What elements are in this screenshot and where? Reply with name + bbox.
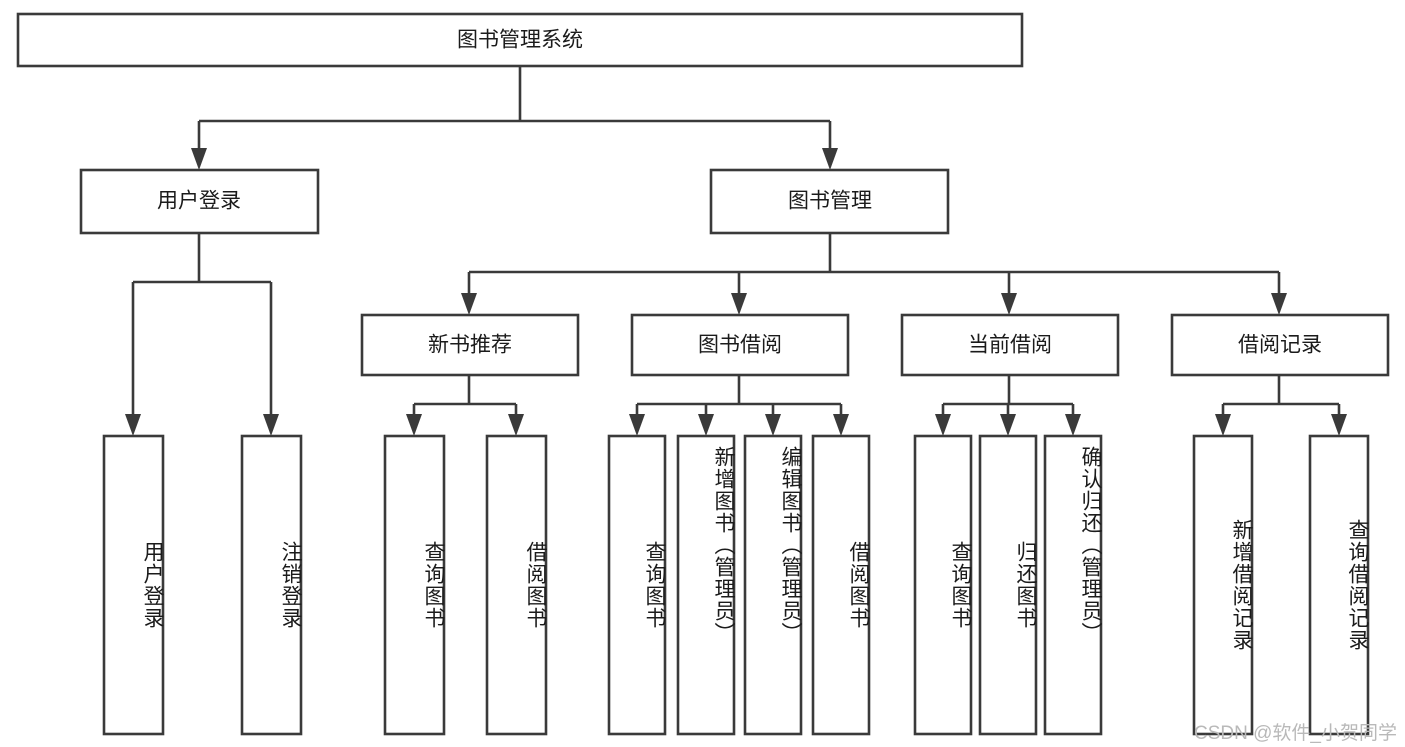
leaf-confirm-return[interactable] bbox=[1043, 434, 1103, 736]
node-new-book-recommend[interactable]: 新书推荐 bbox=[360, 313, 580, 377]
node-current-borrow-label: 当前借阅 bbox=[968, 334, 1052, 357]
connector-group-booklogin-to-leaves bbox=[125, 233, 279, 436]
leaf-logout-login[interactable] bbox=[240, 434, 303, 736]
node-book-manage[interactable]: 图书管理 bbox=[709, 168, 950, 235]
leaf-edit-book-admin[interactable] bbox=[743, 434, 803, 736]
leaf-add-book-admin[interactable] bbox=[676, 434, 736, 736]
leaf-user-login[interactable] bbox=[102, 434, 165, 736]
node-book-borrow[interactable]: 图书借阅 bbox=[630, 313, 850, 377]
leaf-borrow-book-rec[interactable] bbox=[485, 434, 548, 736]
node-borrow-record[interactable]: 借阅记录 bbox=[1170, 313, 1390, 377]
leaf-query-book-rec[interactable] bbox=[383, 434, 446, 736]
leaf-query-borrow-rec[interactable] bbox=[1308, 434, 1370, 736]
leaf-return-book[interactable] bbox=[978, 434, 1038, 736]
leaf-node-rects bbox=[102, 434, 1370, 736]
node-user-login[interactable]: 用户登录 bbox=[79, 168, 320, 235]
leaf-query-book-bor[interactable] bbox=[607, 434, 667, 736]
node-user-login-label: 用户登录 bbox=[157, 190, 241, 213]
node-root-label: 图书管理系统 bbox=[457, 29, 583, 52]
connector-group-newbook-to-leaves bbox=[406, 375, 524, 436]
node-borrow-record-label: 借阅记录 bbox=[1238, 334, 1322, 357]
connector-group-borrowrecord-to-leaves bbox=[1215, 375, 1347, 436]
node-new-book-recommend-label: 新书推荐 bbox=[428, 334, 512, 357]
connector-group-bookborrow-to-leaves bbox=[629, 375, 849, 436]
connector-group-bookmanage-to-level3 bbox=[461, 233, 1287, 315]
node-root[interactable]: 图书管理系统 bbox=[16, 12, 1024, 68]
node-book-manage-label: 图书管理 bbox=[788, 190, 872, 213]
leaf-borrow-book-bor[interactable] bbox=[811, 434, 871, 736]
connector-group-currentborrow-to-leaves bbox=[935, 375, 1081, 436]
watermark-text: CSDN @软件_小贺同学 bbox=[1194, 723, 1397, 744]
connector-group-root-to-level2 bbox=[191, 66, 838, 170]
leaf-query-book-cur[interactable] bbox=[913, 434, 973, 736]
node-current-borrow[interactable]: 当前借阅 bbox=[900, 313, 1120, 377]
leaf-add-borrow-record[interactable] bbox=[1192, 434, 1254, 736]
node-book-borrow-label: 图书借阅 bbox=[698, 334, 782, 357]
